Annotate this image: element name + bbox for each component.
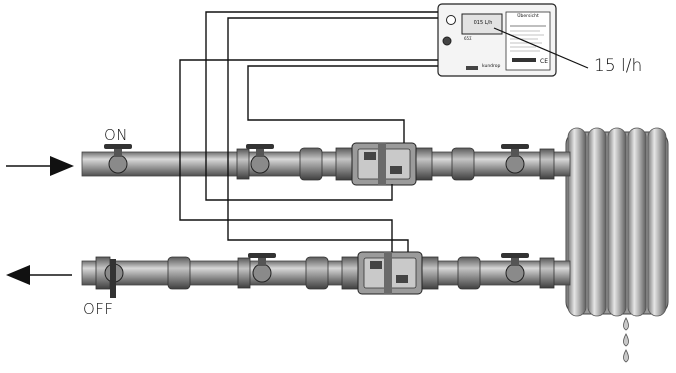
return-pipe — [81, 256, 571, 290]
supply-valve-on — [104, 144, 132, 174]
wire — [247, 65, 438, 143]
supply-valve — [501, 144, 529, 174]
wire — [227, 17, 438, 252]
pipe-nut — [335, 147, 355, 181]
wire — [179, 59, 438, 252]
meter-button — [446, 15, 456, 25]
pipe-coupling — [451, 147, 475, 181]
supply-pipe — [81, 147, 571, 181]
supply-pipe-body — [81, 151, 571, 177]
meter-ce-mark: CE — [540, 58, 548, 65]
meter-panel-header: Übersicht — [517, 14, 539, 19]
meter-display-text: 015 L/h — [473, 20, 493, 26]
return-valve — [248, 253, 276, 283]
off-label: OFF — [83, 300, 114, 318]
pipe-nut — [419, 256, 439, 290]
sensor-wiring — [179, 11, 438, 252]
radiator-column — [567, 127, 587, 317]
pipe-fitting — [236, 148, 250, 180]
callout-leader-line — [493, 27, 589, 69]
radiator-column — [587, 127, 607, 317]
meter-display — [461, 13, 503, 35]
meter-side-text: 65Σ — [464, 36, 472, 41]
supply-sensor — [351, 142, 417, 186]
pipe-nut — [341, 256, 361, 290]
meter-brand: kundrop — [482, 64, 501, 69]
pipe-fitting — [539, 257, 555, 289]
pipe-coupling — [305, 256, 329, 290]
pipe-coupling — [457, 256, 481, 290]
svg-text:65Σ: 65Σ — [464, 36, 472, 41]
on-label: ON — [104, 126, 129, 144]
pipe-fitting — [237, 257, 251, 289]
return-valve-off — [104, 259, 124, 298]
heat-meter: 65Σ — [437, 3, 557, 77]
meter-button — [442, 36, 452, 46]
supply-valve — [246, 144, 274, 174]
return-valve — [501, 253, 529, 283]
pipe-coupling — [299, 147, 323, 181]
arrow-right-icon — [6, 156, 74, 176]
water-drop-icon — [623, 317, 629, 363]
arrow-left-icon — [6, 265, 72, 285]
radiator-column — [607, 127, 627, 317]
pipe-coupling — [167, 256, 191, 290]
radiator — [565, 127, 669, 317]
return-sensor — [357, 251, 423, 295]
radiator-column — [627, 127, 647, 317]
radiator-column — [647, 127, 667, 317]
pipe-fitting — [539, 148, 555, 180]
flow-rate-label: 15 l/h — [594, 56, 643, 76]
wire — [205, 11, 438, 201]
pipe-nut — [413, 147, 433, 181]
